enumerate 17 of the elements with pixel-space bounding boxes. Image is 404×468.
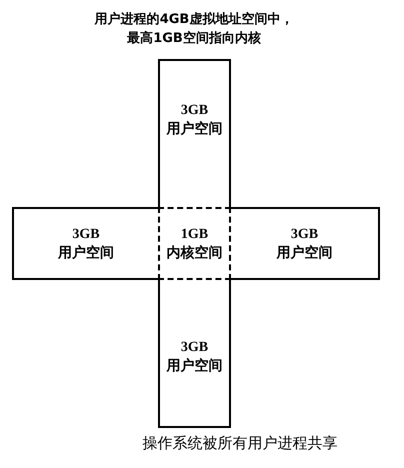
size-label: 3GB bbox=[180, 102, 208, 120]
region-label: 用户空间 bbox=[58, 244, 114, 262]
diagram-title: 用户进程的4GB虚拟地址空间中，最高1GB空间指向内核 bbox=[94, 10, 294, 48]
region-label: 内核空间 bbox=[166, 244, 222, 262]
region-label: 用户空间 bbox=[166, 357, 222, 376]
caption: 操作系统被所有用户进程共享 bbox=[142, 433, 338, 454]
user-space-box bbox=[12, 207, 158, 280]
size-label: 3GB bbox=[72, 226, 100, 244]
region-label: 用户空间 bbox=[276, 244, 332, 262]
region-label: 用户空间 bbox=[166, 120, 222, 139]
user-space-box bbox=[158, 280, 231, 428]
size-label: 1GB bbox=[180, 226, 208, 244]
kernel-space-box bbox=[158, 207, 231, 280]
user-space-box bbox=[231, 207, 380, 280]
size-label: 3GB bbox=[290, 226, 318, 244]
user-space-box bbox=[158, 59, 231, 207]
size-label: 3GB bbox=[180, 339, 208, 357]
